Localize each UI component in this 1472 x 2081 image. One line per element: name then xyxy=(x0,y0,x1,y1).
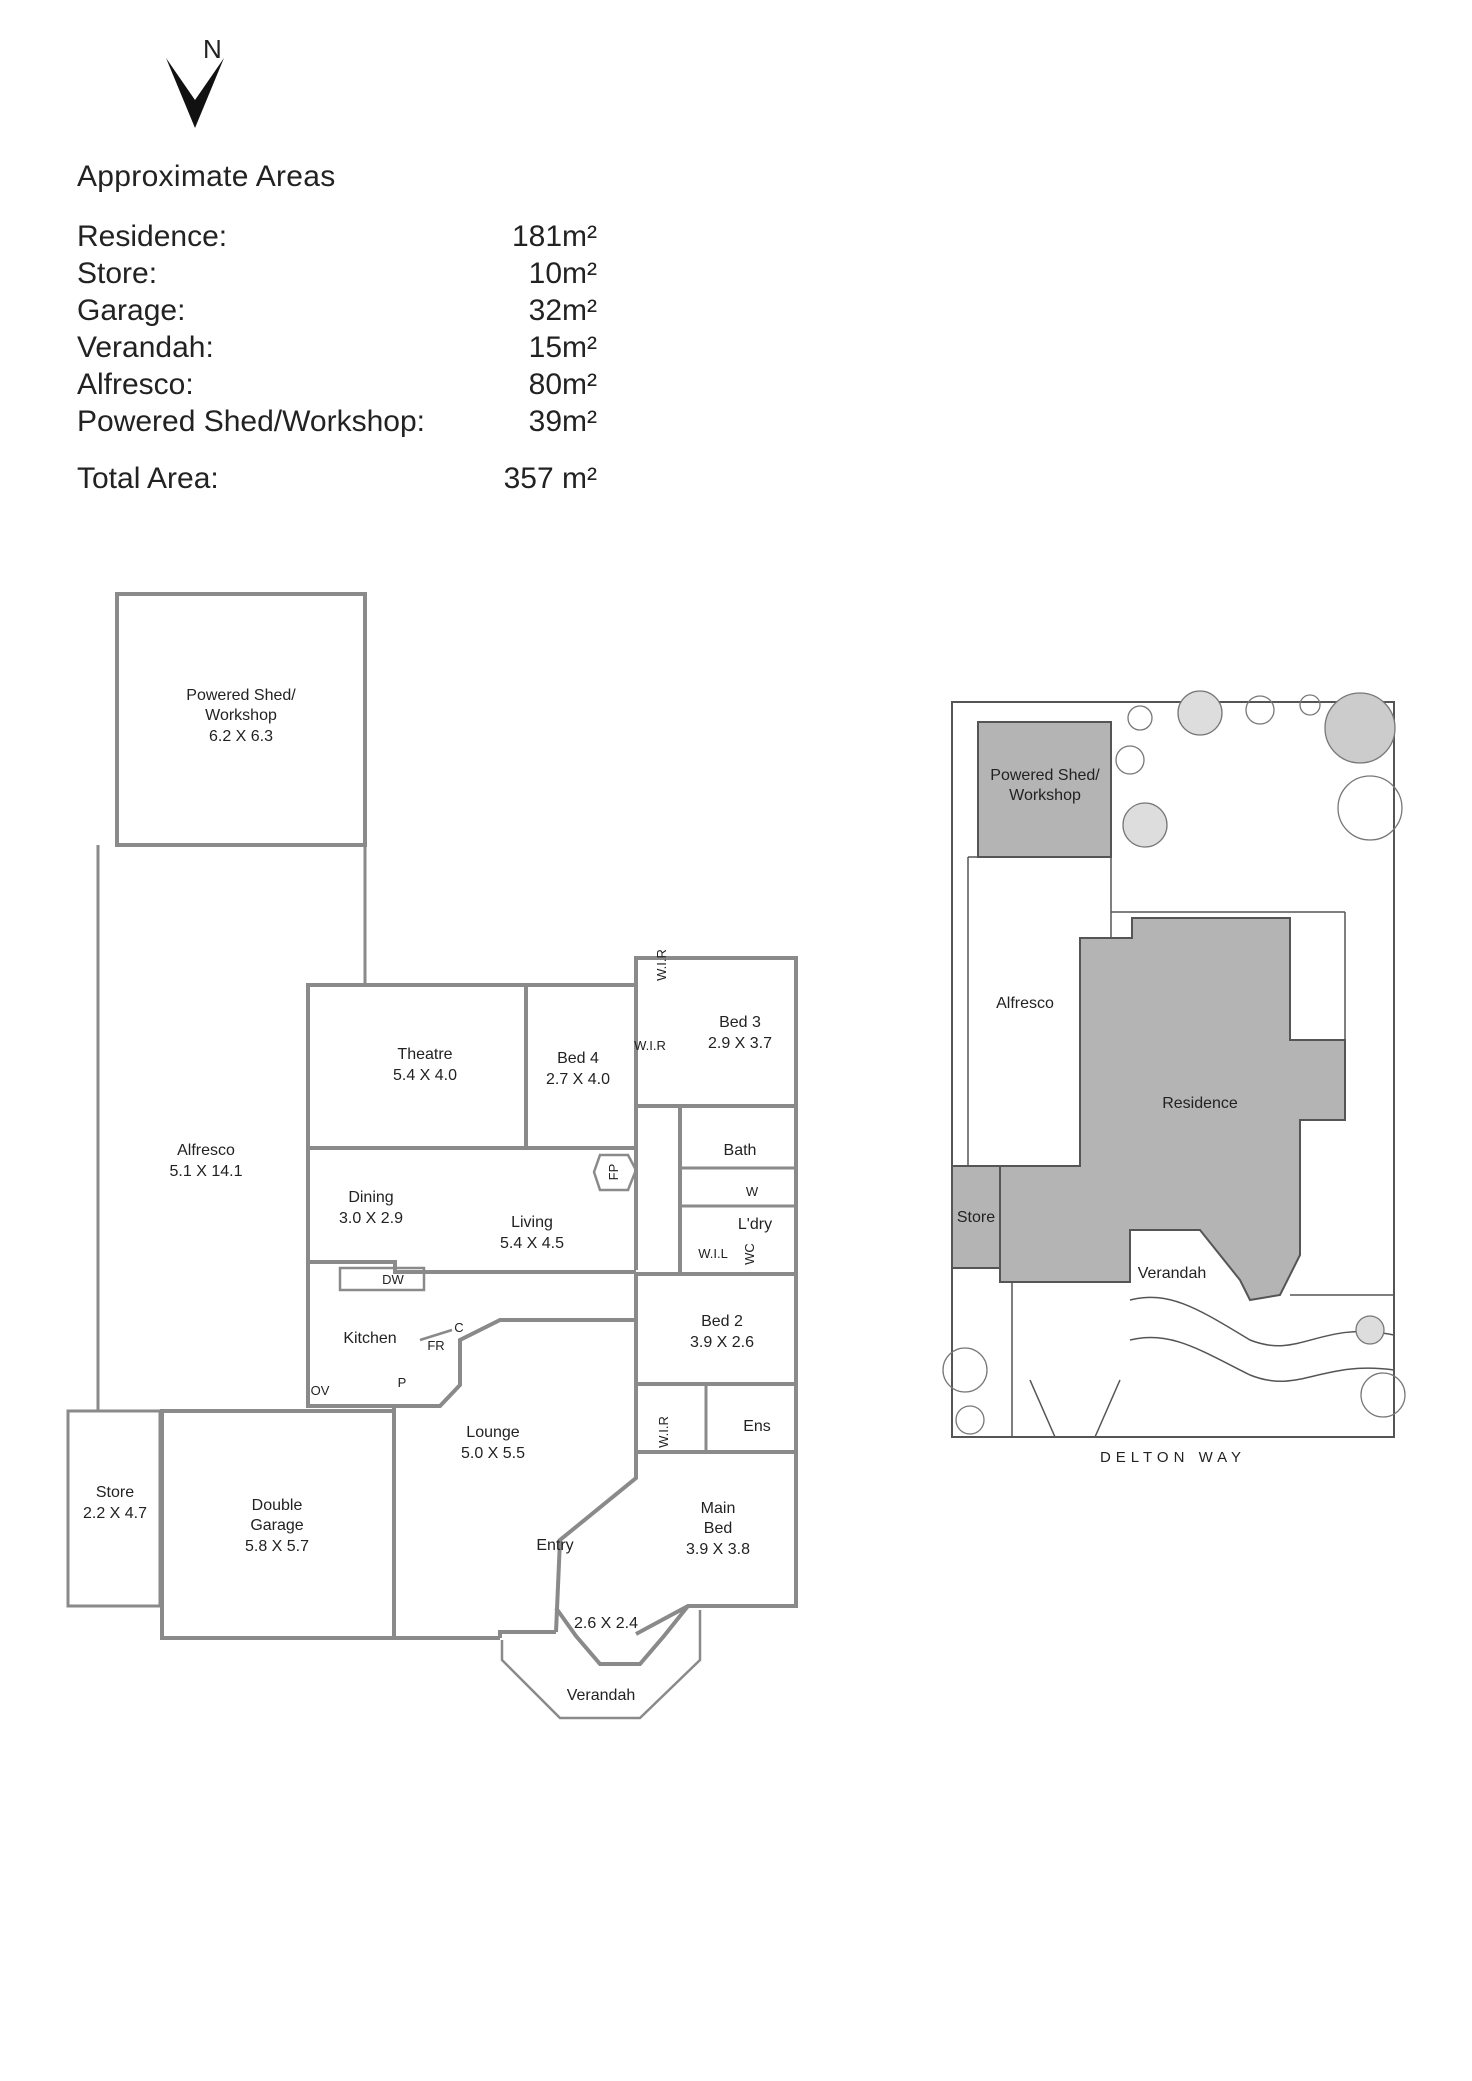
fr-label: FR xyxy=(427,1338,444,1353)
wir-label-bed3: W.I.R xyxy=(654,949,669,981)
site-shed-label-2: Workshop xyxy=(1009,787,1081,804)
living-dims: 5.4 X 4.5 xyxy=(500,1235,564,1252)
bed2-label: Bed 2 xyxy=(701,1313,743,1330)
w-label: W xyxy=(746,1184,759,1199)
alfresco-dims: 5.1 X 14.1 xyxy=(170,1163,243,1180)
c-label: C xyxy=(454,1320,463,1335)
garage-label-2: Garage xyxy=(250,1517,303,1534)
bath-label: Bath xyxy=(724,1142,757,1159)
main-bed-label-1: Main xyxy=(701,1500,736,1517)
fp-label: FP xyxy=(606,1164,621,1181)
ov-label: OV xyxy=(311,1383,330,1398)
wir-label-bed4: W.I.R xyxy=(634,1038,666,1053)
shed-walls xyxy=(115,592,367,847)
kitchen-label: Kitchen xyxy=(343,1330,396,1347)
lounge-label: Lounge xyxy=(466,1424,519,1441)
store-label: Store xyxy=(96,1484,134,1501)
theatre-label: Theatre xyxy=(397,1046,452,1063)
verandah-outline xyxy=(500,1610,702,1720)
north-arrow-icon: N xyxy=(166,34,224,128)
bay-dims: 2.6 X 2.4 xyxy=(574,1615,638,1632)
wil-label: W.I.L xyxy=(698,1246,728,1261)
area-row-store: Store:10m² xyxy=(77,257,597,290)
tree-icon xyxy=(942,690,1406,1435)
site-shed-label-1: Powered Shed/ xyxy=(990,767,1100,784)
alfresco-label: Alfresco xyxy=(177,1142,235,1159)
area-row-shed: Powered Shed/Workshop:39m² xyxy=(77,405,597,438)
north-label: N xyxy=(203,34,222,64)
ensuite-label: Ens xyxy=(743,1418,771,1435)
shed-label-2: Workshop xyxy=(205,707,277,724)
main-bed-walls xyxy=(635,1450,798,1636)
site-residence-label: Residence xyxy=(1162,1095,1238,1112)
bed4-label: Bed 4 xyxy=(557,1050,599,1067)
area-row-residence: Residence:181m² xyxy=(77,220,597,253)
shed-dims: 6.2 X 6.3 xyxy=(209,728,273,745)
garage-dims: 5.8 X 5.7 xyxy=(245,1538,309,1555)
main-bed-label-2: Bed xyxy=(704,1520,732,1537)
living-label: Living xyxy=(511,1214,553,1231)
bed2-dims: 3.9 X 2.6 xyxy=(690,1334,754,1351)
bed3-dims: 2.9 X 3.7 xyxy=(708,1035,772,1052)
site-shed xyxy=(977,721,1112,858)
site-plan: Powered Shed/ Workshop Alfresco Residenc… xyxy=(942,690,1406,1466)
bed3-label: Bed 3 xyxy=(719,1014,761,1031)
lounge-west-wall xyxy=(392,1406,500,1640)
site-alfresco-label: Alfresco xyxy=(996,995,1054,1012)
shed-label-1: Powered Shed/ xyxy=(186,687,296,704)
street-label: DELTON WAY xyxy=(1100,1449,1246,1466)
area-row-verandah: Verandah:15m² xyxy=(77,331,597,364)
area-row-total: Total Area:357 m² xyxy=(77,462,597,495)
laundry-label: L'dry xyxy=(738,1216,772,1233)
area-row-garage: Garage:32m² xyxy=(77,294,597,327)
wir-label-main: W.I.R xyxy=(656,1416,671,1448)
site-store-label: Store xyxy=(957,1209,995,1226)
areas-title: Approximate Areas xyxy=(77,160,336,193)
fireplace xyxy=(592,1153,638,1192)
main-bed-dims: 3.9 X 3.8 xyxy=(686,1541,750,1558)
dining-dims: 3.0 X 2.9 xyxy=(339,1210,403,1227)
bay-window xyxy=(554,1604,690,1666)
site-store xyxy=(951,1165,1001,1269)
floor-plan-labels: Powered Shed/ Workshop 6.2 X 6.3 Alfresc… xyxy=(83,687,772,1704)
store-dims: 2.2 X 4.7 xyxy=(83,1505,147,1522)
p-label: P xyxy=(398,1375,407,1390)
lot-boundary xyxy=(951,701,1395,1438)
floor-plan xyxy=(66,592,798,1720)
theatre-dims: 5.4 X 4.0 xyxy=(393,1067,457,1084)
area-row-alfresco: Alfresco:80m² xyxy=(77,368,597,401)
site-verandah-label: Verandah xyxy=(1138,1265,1207,1282)
wc-label: WC xyxy=(742,1243,757,1265)
entry-label: Entry xyxy=(536,1537,573,1554)
dining-wall xyxy=(306,1148,425,1274)
site-residence xyxy=(999,917,1346,1302)
verandah-label: Verandah xyxy=(567,1687,636,1704)
lounge-dims: 5.0 X 5.5 xyxy=(461,1445,525,1462)
kitchen-bench xyxy=(338,1266,426,1292)
areas-table: Approximate Areas Residence:181m² Store:… xyxy=(77,160,597,499)
bed4-dims: 2.7 X 4.0 xyxy=(546,1071,610,1088)
dw-label: DW xyxy=(382,1272,404,1287)
dining-label: Dining xyxy=(348,1189,393,1206)
garage-label-1: Double xyxy=(252,1497,303,1514)
